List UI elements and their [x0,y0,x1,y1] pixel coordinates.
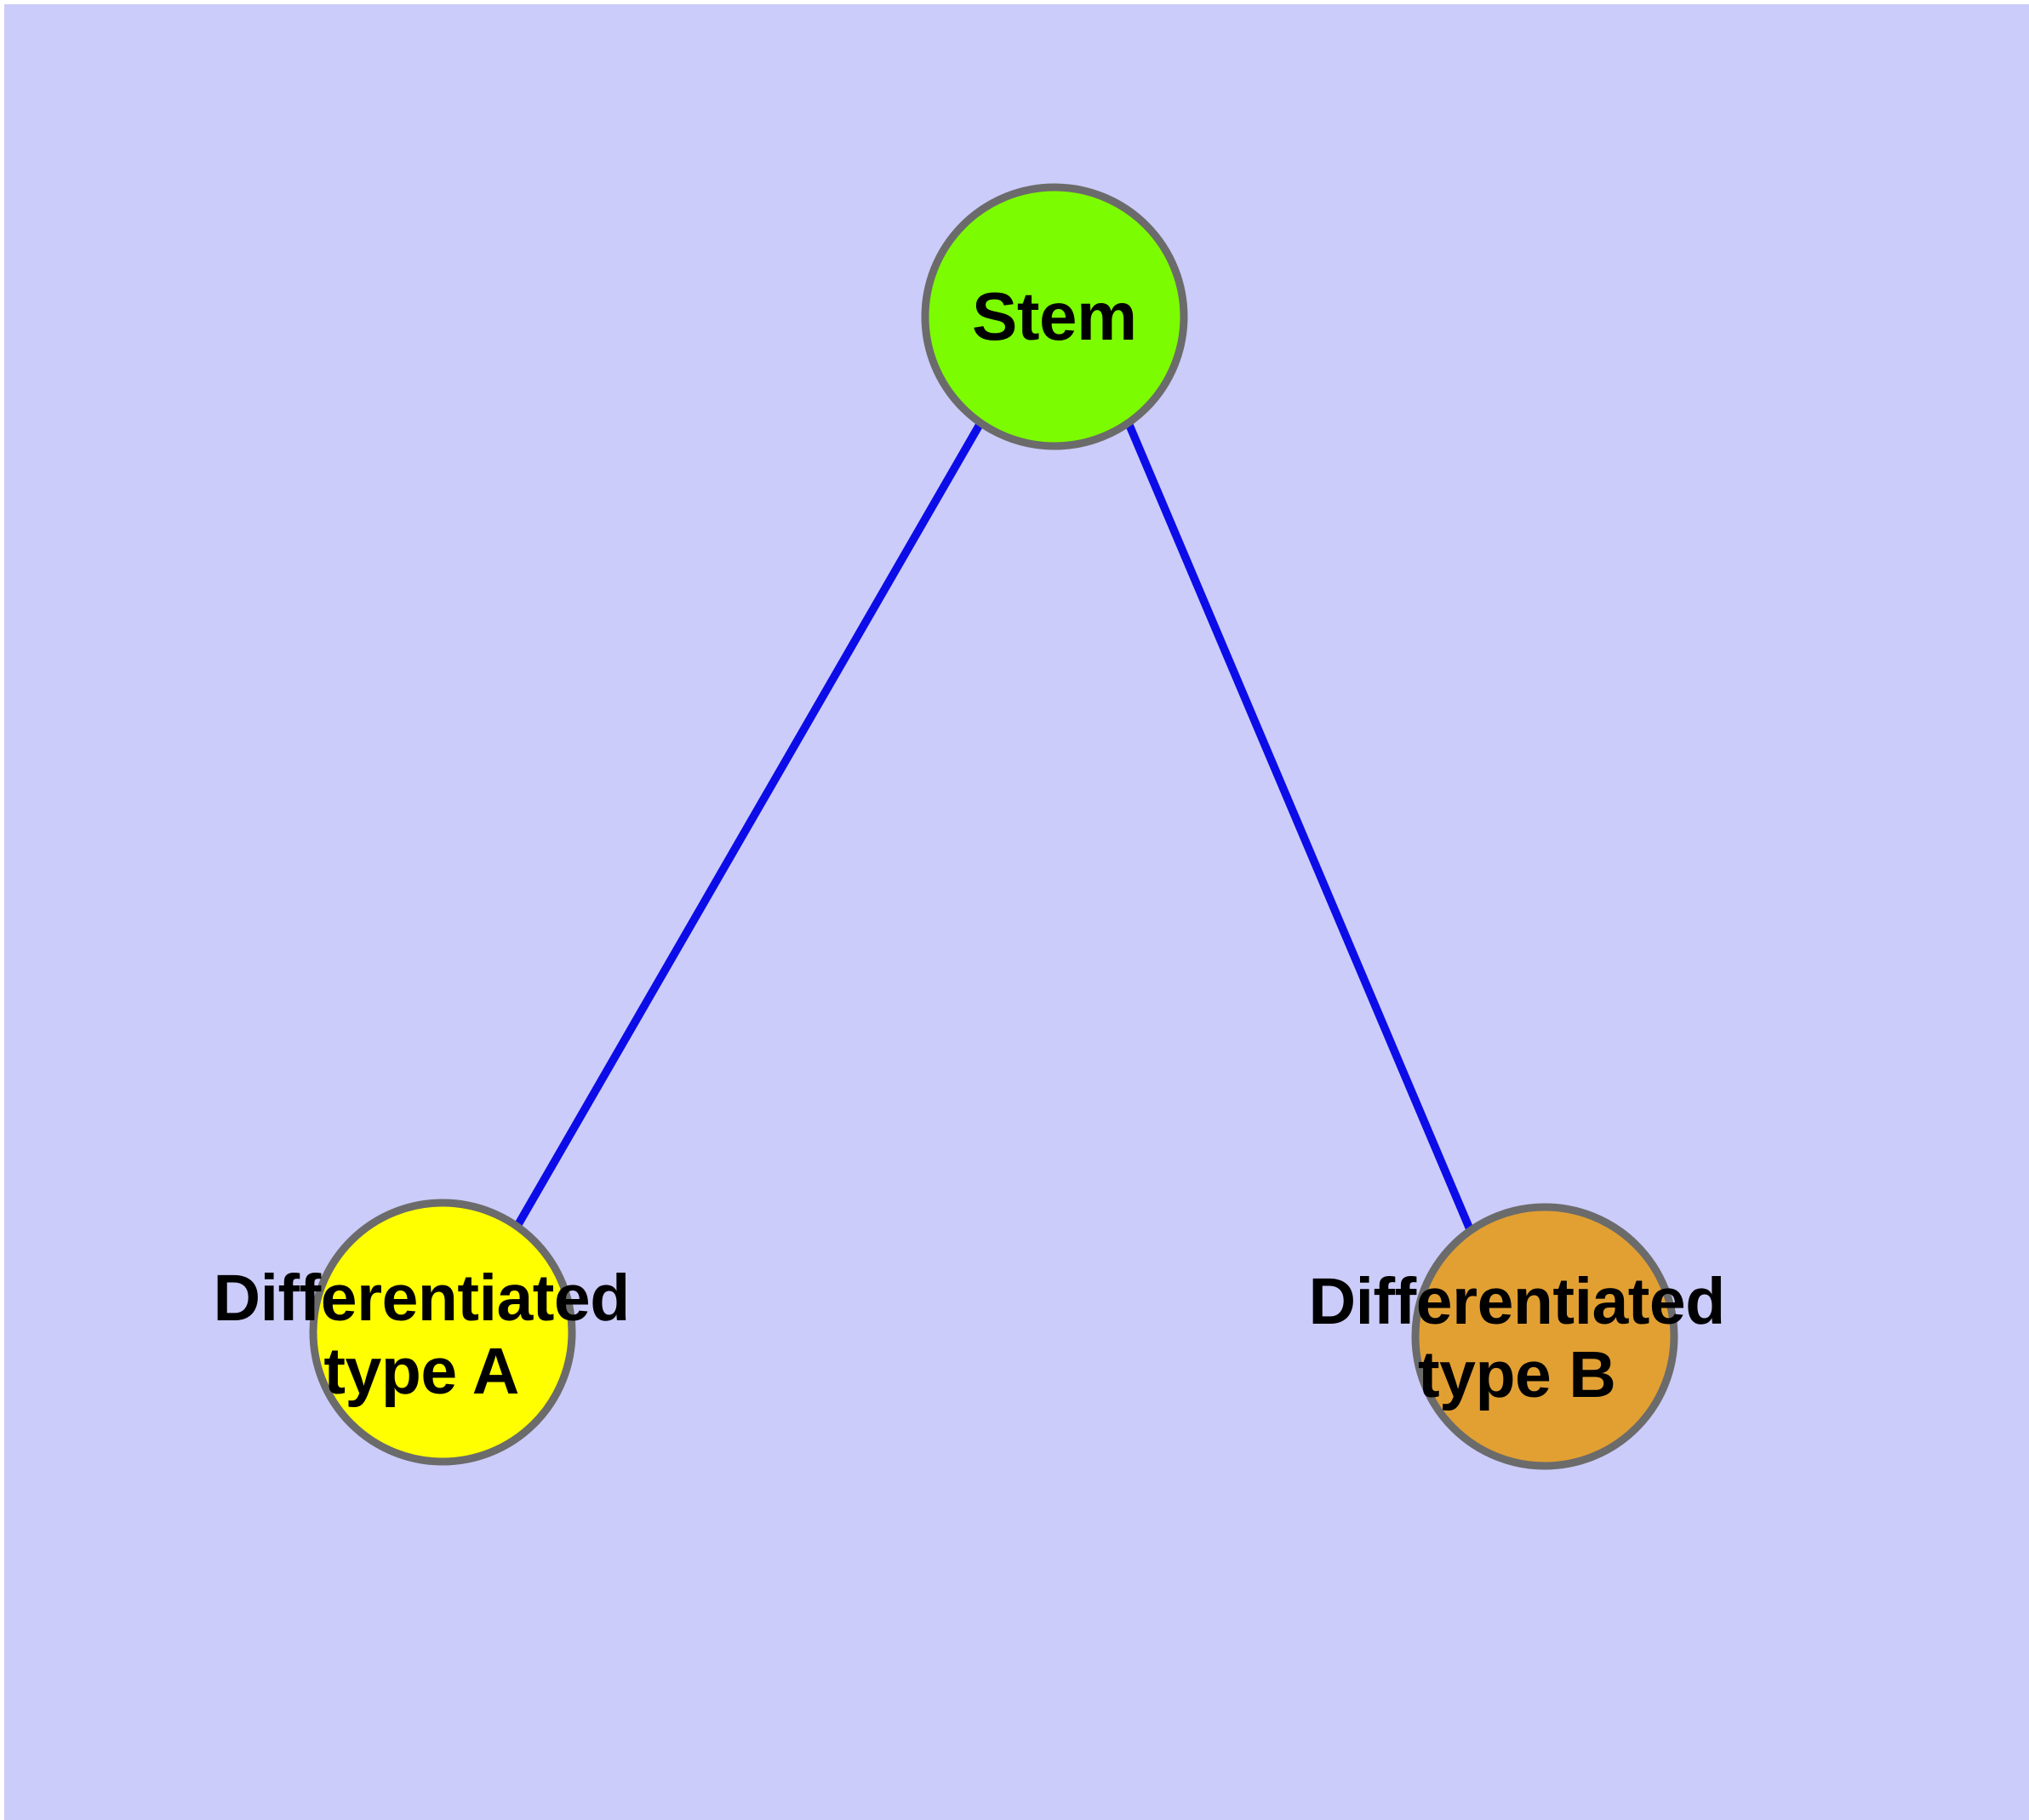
edge-group [513,421,1474,1231]
node-circle-diff-b[interactable] [1411,1203,1678,1470]
edge-stem-to-diff-a[interactable] [513,421,985,1228]
node-circle-stem[interactable] [921,183,1188,450]
node-group [309,183,1678,1470]
edge-stem-to-diff-b[interactable] [1124,421,1474,1231]
node-circle-diff-a[interactable] [309,1199,576,1466]
